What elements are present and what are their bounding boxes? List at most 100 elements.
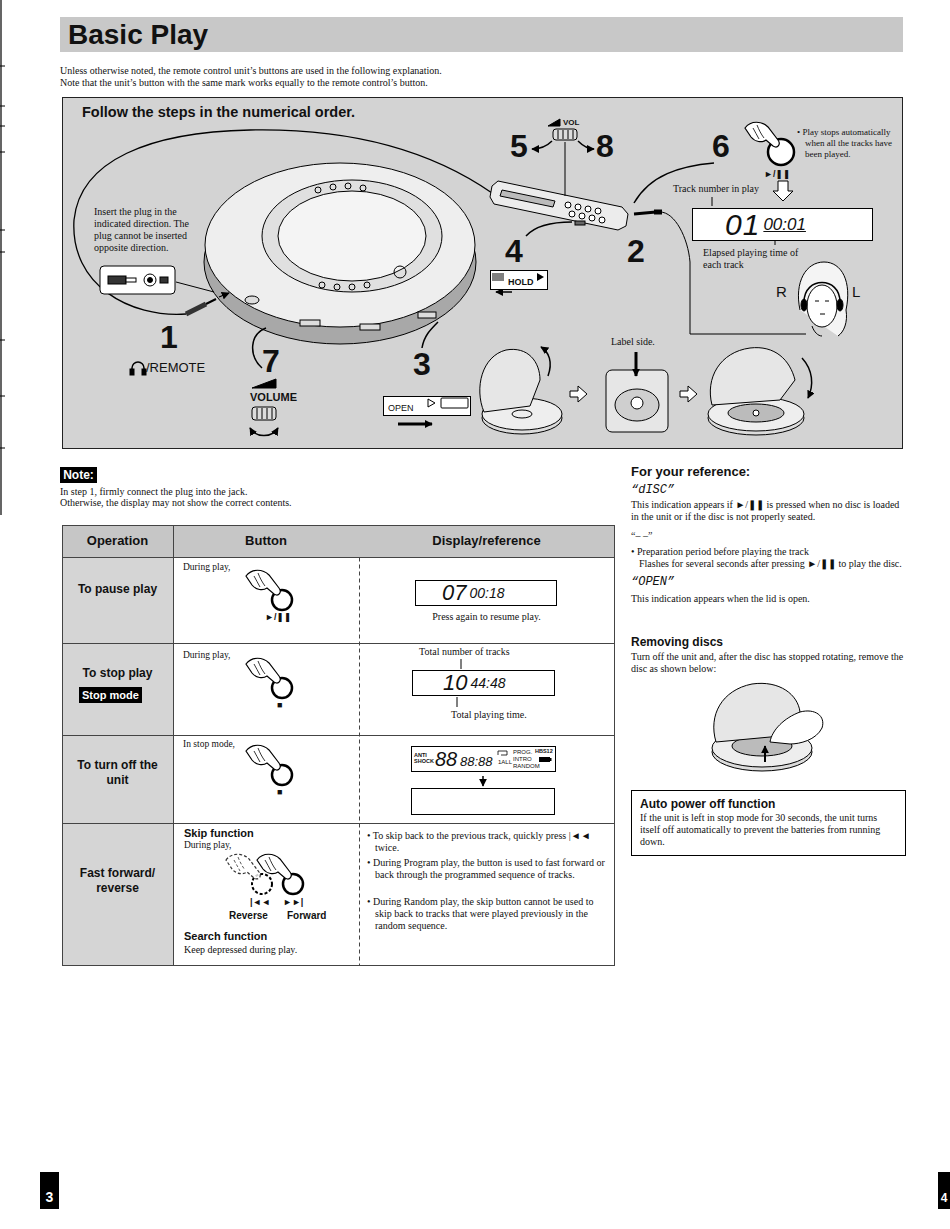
illustration-path <box>532 141 552 149</box>
illustration-g <box>74 119 848 436</box>
illustration-path <box>634 212 656 214</box>
box-subtext: 00:01 <box>763 216 806 233</box>
label-text: Skip function <box>184 827 254 840</box>
box-subtext: INTRO <box>513 756 532 762</box>
illustration-path <box>812 326 822 336</box>
label-text: • Preparation period before playing the … <box>631 546 907 558</box>
label-text: Press again to resume play. <box>359 611 614 623</box>
box-subtext: 00:18 <box>469 586 504 600</box>
illustration-path <box>654 210 662 215</box>
box-text: Follow the steps in the numerical order. <box>82 104 355 121</box>
illustration-rect <box>418 312 436 318</box>
callout-number: 3 <box>413 348 431 380</box>
callout-number: 8 <box>596 130 614 162</box>
label-text: Track number in play <box>673 183 759 195</box>
illustration-path <box>250 428 278 436</box>
illustration-rect <box>100 266 175 294</box>
table-row-heading: To turn off the unit <box>72 758 163 788</box>
illustration-path <box>804 283 840 303</box>
illustration-path <box>359 558 360 966</box>
illustration-circle <box>589 215 595 221</box>
illustration-path <box>498 751 507 755</box>
callout-number: 4 <box>505 235 523 267</box>
illustration-use <box>745 122 779 147</box>
illustration-ellipse <box>482 398 562 430</box>
illustration-ellipse <box>278 191 426 281</box>
illustration-rect <box>142 369 146 375</box>
illustration-rect <box>126 278 136 282</box>
label-text: Total playing time. <box>451 709 527 721</box>
mode-tag: Stop mode <box>79 687 142 703</box>
section-heading: For your reference: <box>631 465 750 480</box>
label-text: ■ <box>277 700 282 710</box>
box-text: Stop mode <box>82 690 139 701</box>
label-text: L <box>852 283 860 300</box>
illustration-path <box>206 299 216 304</box>
box-text: Auto power off function <box>640 797 897 812</box>
illustration-rect <box>63 526 615 558</box>
illustration-circle <box>575 204 581 210</box>
illustration-rect <box>60 17 903 52</box>
label-text: “OPEN” <box>631 576 674 590</box>
label-text: Flashes for several seconds after pressi… <box>639 558 907 570</box>
illustration-rect <box>606 370 668 432</box>
lcd-display: 8888:881ALLPROG.INTRORANDOMHBS12ANTI SHO… <box>411 746 556 772</box>
illustration-path <box>537 273 544 281</box>
label-text: ■ <box>277 787 282 797</box>
illustration-path <box>176 282 214 292</box>
illustration-rect <box>300 320 320 326</box>
table-row-heading: Fast forward/ reverse <box>72 866 163 896</box>
label-text: • During Program play, the button is use… <box>367 857 609 881</box>
box-subtext: 1ALL <box>498 759 512 765</box>
illustration-path <box>0 0 5 515</box>
illustration-circle <box>569 211 575 217</box>
illustration-rect <box>539 757 550 762</box>
illustration-path <box>482 776 484 786</box>
callout-number: 5 <box>510 130 528 162</box>
callout-number: 2 <box>627 235 645 267</box>
illustration-path <box>565 142 566 196</box>
illustration-path <box>710 348 795 405</box>
illustration-circle <box>631 397 643 409</box>
open-switch: OPEN <box>383 396 471 416</box>
box-subtext: 44:48 <box>470 676 505 690</box>
page-number: 4 <box>938 1172 950 1209</box>
table-header: Operation <box>62 534 173 549</box>
illustration-use <box>246 658 280 683</box>
illustration-rect <box>108 276 126 284</box>
illustration-circle <box>595 208 601 214</box>
illustration-rect <box>360 324 380 330</box>
illustration-circle <box>565 202 571 208</box>
illustration-circle <box>349 284 355 290</box>
label-text: ►/❚❚ <box>265 612 292 622</box>
info-box: Auto power off functionIf the unit is le… <box>631 790 906 856</box>
illustration-circle <box>345 183 351 189</box>
illustration-path <box>773 181 793 201</box>
illustration-path <box>428 399 435 407</box>
illustration-ellipse <box>801 299 807 311</box>
label-text: Elapsed playing time of each track <box>703 247 803 271</box>
table-header: Button <box>173 534 359 549</box>
illustration-path <box>422 322 438 348</box>
illustration-use <box>246 745 280 770</box>
illustration-ellipse <box>245 296 259 304</box>
illustration-path <box>775 241 776 245</box>
illustration-use <box>226 854 260 879</box>
illustration-rect <box>160 277 168 283</box>
box-subtext: RANDOM <box>513 763 540 769</box>
illustration-ellipse <box>205 163 475 327</box>
label-text: Total number of tracks <box>419 646 510 658</box>
illustration-ellipse <box>262 180 442 292</box>
player-illustration <box>62 97 905 451</box>
illustration-ellipse <box>807 285 837 327</box>
illustration-path <box>252 379 276 388</box>
box-text: 3 <box>46 1190 54 1204</box>
illustration-rect <box>63 526 174 966</box>
illustration-ellipse <box>837 299 843 311</box>
illustration-circle <box>599 217 605 223</box>
illustration-path <box>570 386 587 402</box>
box-text: OPEN <box>388 402 414 414</box>
table-header: Display/reference <box>359 534 614 549</box>
illustration-rect <box>252 407 276 420</box>
label-text: |◄◄ <box>250 897 270 907</box>
